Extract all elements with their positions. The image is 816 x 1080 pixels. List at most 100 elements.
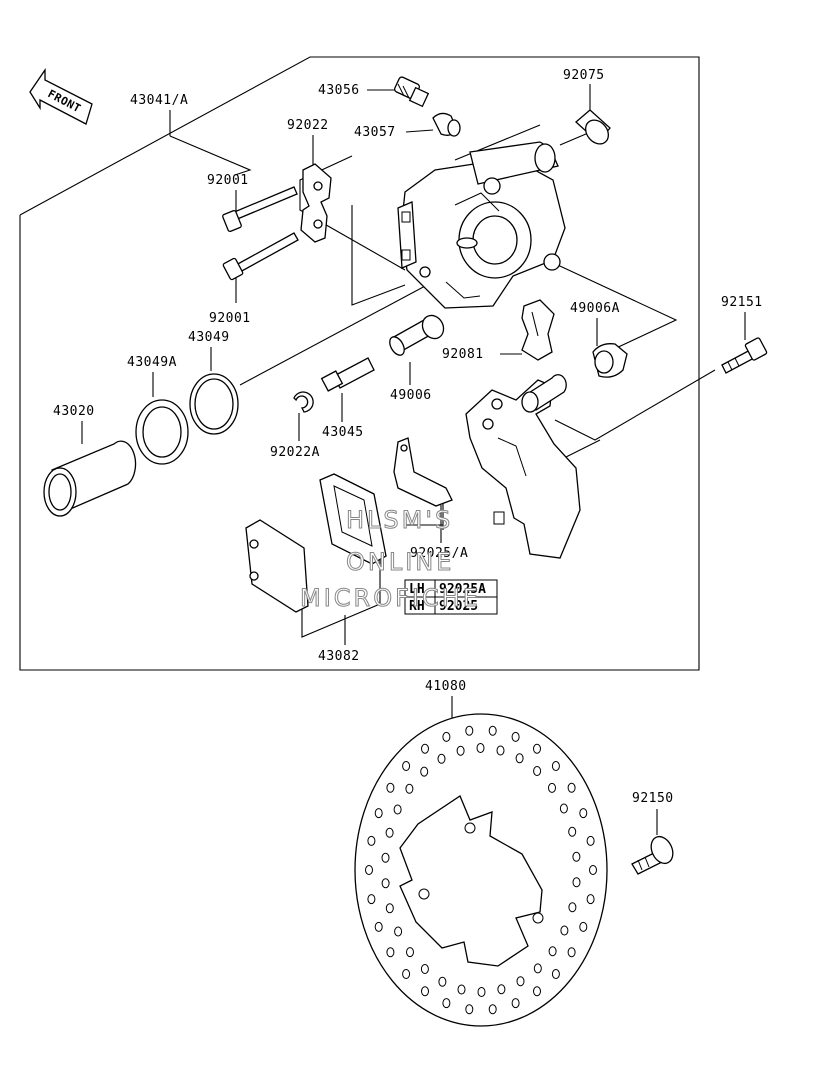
disc-hole [405, 783, 414, 794]
watermark-line-2: ONLINE [346, 548, 454, 576]
disc-hole [551, 761, 560, 771]
brake-pad-back-43082 [319, 473, 387, 565]
label-43045: 43045 [322, 425, 364, 440]
label-92022: 92022 [287, 118, 329, 133]
disc-hole [548, 782, 556, 793]
disc-hole [406, 947, 414, 958]
disc-hole [533, 766, 542, 776]
disc-hole [442, 731, 451, 742]
disc-hole [476, 743, 485, 753]
table-part-rh: 92025 [439, 599, 478, 614]
seal-43049 [189, 373, 239, 435]
table-part-lh: 92025A [439, 582, 486, 597]
piston-43020 [43, 440, 137, 517]
disc-hole [589, 865, 597, 875]
disc-hole [420, 964, 429, 974]
disc-hole [374, 808, 383, 819]
disc-hole [567, 947, 576, 958]
caliper-bracket [465, 374, 581, 559]
bleeder-cap-43057 [432, 112, 461, 137]
plate-92022 [300, 163, 332, 243]
label-43041: 43041/A [130, 93, 188, 108]
disc-hole [442, 998, 451, 1009]
front-arrow-icon: FRONT [29, 67, 93, 125]
side-table: LH 92025A RH 92025 [404, 579, 498, 615]
disc-hole [497, 984, 506, 995]
label-92025A: 92025/A [410, 546, 468, 561]
disc-hole [496, 745, 505, 756]
pin-49006 [389, 314, 445, 356]
pin-43045 [320, 357, 375, 392]
disc-hole [456, 745, 465, 756]
clip-92022A [293, 391, 314, 413]
boot-92075 [575, 109, 611, 145]
disc-hole [421, 986, 429, 997]
disc-hole [533, 743, 541, 754]
spring-92081 [521, 299, 555, 361]
brake-pad-front-43082 [245, 519, 309, 613]
disc-hole [402, 969, 411, 979]
disc-hole [488, 1004, 497, 1015]
disc-hole [374, 921, 383, 932]
disc-hole [533, 963, 542, 974]
disc-hole [579, 808, 588, 819]
brake-disc-41080 [354, 713, 608, 1027]
label-92001-top: 92001 [207, 173, 249, 188]
watermark-line-3: MICROFICHE [300, 584, 481, 612]
disc-hole [381, 878, 390, 889]
label-43049A: 43049A [127, 355, 177, 370]
bolt-92001-bottom [222, 232, 299, 281]
bolt-92151 [721, 337, 768, 374]
disc-hole [579, 921, 588, 932]
label-49006A: 49006A [570, 301, 620, 316]
label-43020: 43020 [53, 404, 95, 419]
disc-hole [567, 782, 576, 793]
disc-hole [367, 894, 376, 905]
disc-hole [438, 976, 447, 987]
disc-hole [437, 753, 446, 764]
bolt-92001-top [222, 186, 298, 233]
label-92151: 92151 [721, 295, 763, 310]
label-43082: 43082 [318, 649, 360, 664]
disc-hole [477, 987, 486, 997]
assembly-frame [19, 56, 700, 671]
label-43056: 43056 [318, 83, 360, 98]
disc-hole [568, 902, 577, 913]
pad-spring-92025 [393, 437, 453, 507]
table-side-rh: RH [409, 599, 425, 614]
disc-hole [551, 969, 560, 979]
disc-hole [465, 725, 474, 736]
bolt-92150 [631, 835, 674, 875]
disc-hole [386, 947, 395, 958]
disc-hole [511, 731, 520, 742]
seal-43049A [135, 399, 189, 465]
label-92150: 92150 [632, 791, 674, 806]
label-92022A: 92022A [270, 445, 320, 460]
disc-cooling-holes [365, 725, 597, 1015]
disc-hole [560, 925, 569, 936]
label-43057: 43057 [354, 125, 396, 140]
disc-hole [421, 743, 429, 754]
disc-hole [515, 753, 524, 764]
disc-hole [488, 725, 497, 736]
label-41080: 41080 [425, 679, 467, 694]
disc-hole [381, 852, 390, 863]
disc-hole [393, 804, 402, 815]
disc-hole [394, 926, 403, 937]
disc-hole [402, 761, 411, 771]
disc-hole [572, 851, 581, 862]
disc-hole [572, 877, 581, 888]
disc-hole [465, 1004, 474, 1015]
watermark-line-1: HLSM'S [346, 506, 453, 534]
disc-hole [367, 835, 376, 846]
watermark: HLSM'S ONLINE MICROFICHE [300, 506, 481, 613]
part-labels: 43041/A 43056 92075 92022 43057 92001 92… [53, 68, 763, 806]
disc-hole [420, 766, 429, 777]
disc-hole [548, 946, 557, 957]
disc-hole [386, 782, 395, 793]
label-92081: 92081 [442, 347, 484, 362]
label-43049: 43049 [188, 330, 230, 345]
table-side-lh: LH [409, 582, 425, 597]
boot-49006A [592, 343, 628, 378]
